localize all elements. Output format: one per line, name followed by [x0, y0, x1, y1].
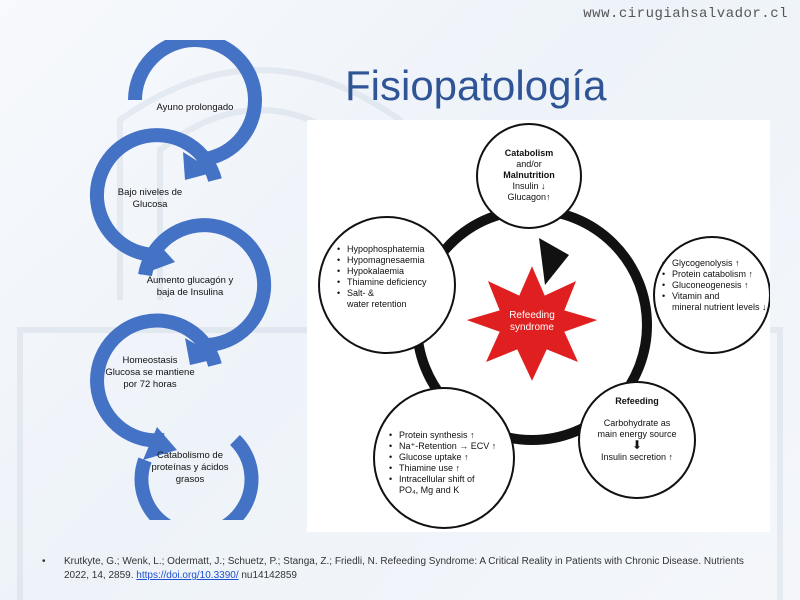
flow-arrow-1: [128, 33, 262, 167]
left-circle-item: Hypomagnesaemia: [337, 255, 447, 266]
right-circle-list: Glycogenolysis ↑Protein catabolism ↑Gluc…: [662, 258, 777, 313]
left-circle-text: HypophosphatemiaHypomagnesaemiaHypokalae…: [337, 244, 447, 310]
flow-arrow-2: [89, 128, 222, 263]
right-circle-item: Gluconeogenesis ↑: [662, 280, 777, 291]
catabolism-circle: [476, 123, 582, 229]
doi-link[interactable]: https://doi.org/10.3390/: [136, 570, 239, 581]
reference-citation: Krutkyte, G.; Wenk, L.; Odermatt, J.; Sc…: [64, 556, 744, 581]
center-line-2: syndrome: [510, 322, 554, 333]
refeeding-syndrome-label: Refeeding syndrome: [487, 310, 577, 334]
flow-arrow-3: [138, 218, 272, 353]
cycle-arrowhead: [539, 238, 569, 285]
bottom-circle-item: Glucose uptake ↑: [389, 452, 509, 463]
flow-arrowhead-4: [143, 427, 177, 460]
right-circle-text: Glycogenolysis ↑Protein catabolism ↑Gluc…: [662, 258, 777, 313]
flow-step-4: Homeostasis Glucosa se mantiene por 72 h…: [105, 355, 195, 390]
catabolism-text: Catabolism and/or Malnutrition Insulin ↓…: [497, 148, 561, 203]
refeeding-star: [463, 263, 601, 384]
bottom-circle-item: Na⁺-Retention → ECV ↑: [389, 441, 509, 452]
bottom-circle-item: Thiamine use ↑: [389, 463, 509, 474]
flow-step-3: Aumento glucagón y baja de Insulina: [146, 275, 234, 298]
left-circle-item: Thiamine deficiency: [337, 277, 447, 288]
reference-suffix: nu14142859: [238, 570, 297, 581]
flow-step-5: Catabolismo de proteínas y ácidos grasos: [151, 450, 229, 485]
slide-title: Fisiopatología: [345, 62, 607, 109]
refeeding-result: Insulin secretion ↑: [600, 452, 674, 462]
reference-text: Krutkyte, G.; Wenk, L.; Odermatt, J.; Sc…: [64, 555, 762, 583]
bottom-circle-text: Protein synthesis ↑Na⁺-Retention → ECV ↑…: [389, 430, 509, 496]
flow-arrowhead-1: [183, 152, 215, 180]
reference-footer: • Krutkyte, G.; Wenk, L.; Odermatt, J.; …: [42, 555, 762, 583]
refeeding-figure: Refeeding syndrome Catabolism and/or Mal…: [307, 120, 771, 532]
flow-arrow-4: [90, 313, 222, 448]
left-circle-item: Salt- & water retention: [337, 288, 447, 310]
flow-arrowhead-3: [185, 338, 220, 365]
down-arrow-icon: ⬇: [631, 438, 643, 452]
catabolism-title-2: and/or: [516, 159, 542, 169]
footer-bullet: •: [42, 556, 46, 567]
left-circle-item: Hypophosphatemia: [337, 244, 447, 255]
refeeding-title: Refeeding: [615, 396, 659, 406]
catabolism-title-3: Malnutrition: [503, 170, 555, 180]
center-line-1: Refeeding: [509, 310, 555, 321]
site-url: www.cirugiahsalvador.cl: [583, 6, 788, 22]
right-circle-item: Glycogenolysis ↑: [662, 258, 777, 269]
catabolism-item-1: Insulin ↓: [512, 181, 546, 191]
left-circle-item: Hypokalaemia: [337, 266, 447, 277]
refeeding-description: Carbohydrate as main energy source: [597, 418, 677, 439]
bottom-circle-item: Protein synthesis ↑: [389, 430, 509, 441]
refeeding-text: Refeeding Carbohydrate as main energy so…: [592, 396, 682, 463]
bottom-circle-item: Intracellular shift of PO₄, Mg and K: [389, 474, 509, 496]
flow-arrowhead-2: [140, 240, 175, 275]
flow-step-2: Bajo niveles de Glucosa: [117, 187, 183, 210]
right-circle-item: Vitamin and mineral nutrient levels ↓: [662, 291, 777, 313]
left-circle-list: HypophosphatemiaHypomagnesaemiaHypokalae…: [337, 244, 447, 310]
catabolism-title-1: Catabolism: [504, 148, 554, 158]
catabolism-item-2: Glucagon↑: [507, 192, 551, 202]
right-circle-item: Protein catabolism ↑: [662, 269, 777, 280]
refeeding-circle: [578, 381, 696, 499]
bottom-circle-list: Protein synthesis ↑Na⁺-Retention → ECV ↑…: [389, 430, 509, 496]
left-flow-diagram: Ayuno prolongado Bajo niveles de Glucosa…: [85, 33, 285, 542]
flow-step-1: Ayuno prolongado: [156, 102, 234, 113]
